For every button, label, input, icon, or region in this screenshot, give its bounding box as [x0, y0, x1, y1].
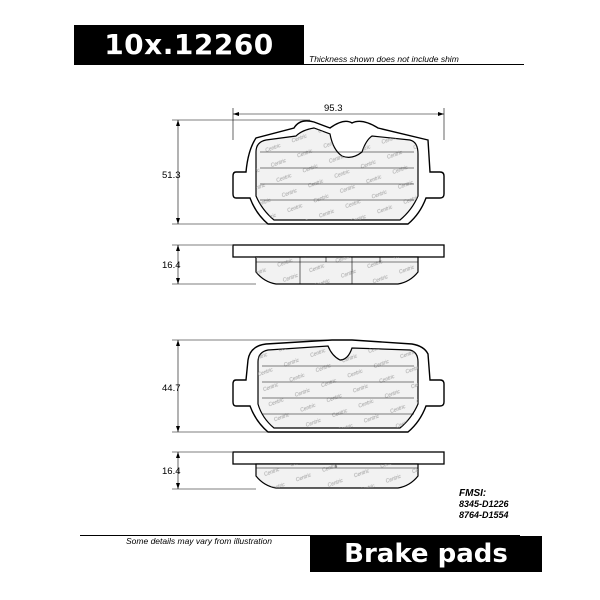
product-type-badge: Brake pads — [310, 536, 542, 572]
fmsi-code: 8764-D1554 — [459, 510, 509, 520]
bottom-pad-face — [232, 339, 445, 433]
fmsi-code: 8345-D1226 — [459, 499, 509, 509]
bottom-thickness-dimension — [172, 451, 256, 490]
bottom-pad-side — [232, 451, 445, 489]
footer-divider — [80, 535, 520, 536]
top-thickness-dimension — [172, 244, 256, 285]
fmsi-label: FMSI: — [459, 488, 487, 499]
part-number-badge: 10x.12260 — [74, 25, 304, 65]
top-pad-face — [232, 120, 445, 225]
header-divider — [304, 64, 524, 65]
details-note: Some details may vary from illustration — [126, 536, 272, 546]
thickness-note: Thickness shown does not include shim — [309, 54, 459, 64]
top-height-value: 51.3 — [162, 170, 181, 181]
top-width-value: 95.3 — [324, 103, 343, 114]
bottom-height-value: 44.7 — [162, 383, 181, 394]
top-height-dimension — [172, 119, 310, 225]
bottom-height-dimension — [172, 339, 330, 433]
top-width-dimension — [232, 108, 445, 140]
bottom-thickness-value: 16.4 — [162, 466, 181, 477]
top-thickness-value: 16.4 — [162, 260, 181, 271]
fmsi-block: FMSI: 8345-D1226 8764-D1554 — [459, 488, 509, 521]
top-pad-side — [232, 244, 445, 285]
